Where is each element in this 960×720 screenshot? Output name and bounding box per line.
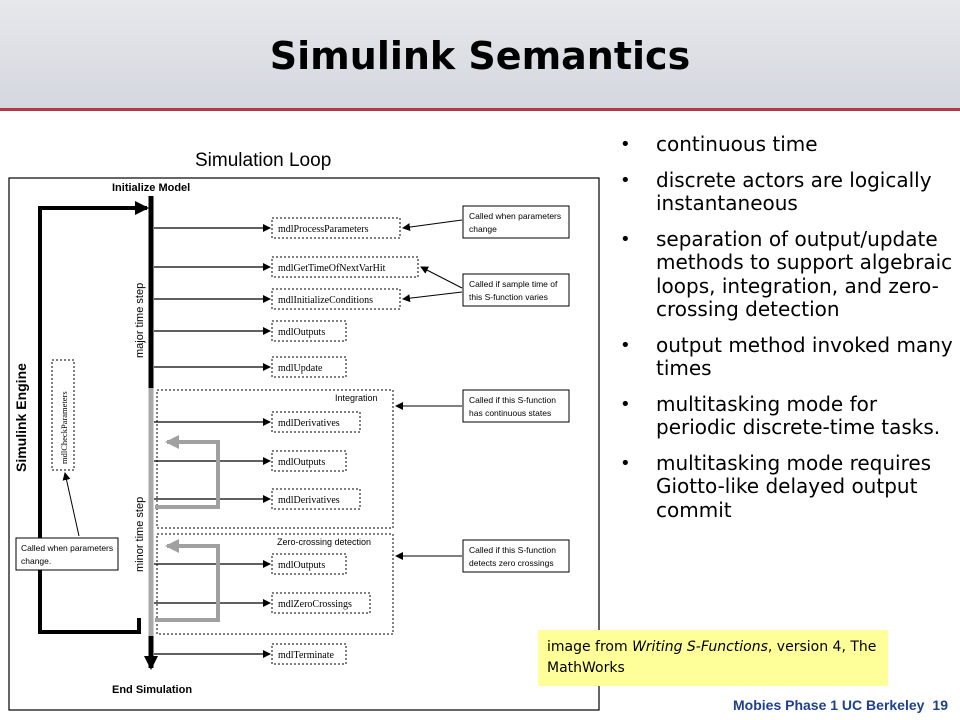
derivatives-label-2: mdlDerivatives (278, 495, 340, 506)
integration-label: Integration (335, 393, 378, 403)
bullet-dot-icon: • (620, 169, 631, 191)
zero-crossing-label: Zero-crossing detection (277, 537, 371, 547)
bullet-list: • continuous time • discrete actors are lo… (618, 132, 958, 534)
minor-step-label: minor time step (134, 497, 146, 572)
time-next-label: mdlGetTimeOfNextVarHit (278, 263, 386, 274)
figure-frame (8, 177, 600, 711)
note-pointers (62, 219, 463, 560)
major-step-label: major time step (134, 283, 146, 358)
check-params-label: mdlCheckParameters (59, 391, 69, 464)
note-sample-line1: Called if sample time of (469, 279, 558, 289)
derivatives-box-2 (271, 488, 361, 510)
call-arrows (154, 224, 271, 658)
time-next-box (271, 256, 419, 278)
note-params-line1: Called when parameters (469, 211, 561, 221)
note-continuous-line2: has continuous states (469, 408, 551, 418)
note-left-params-line1: Called when parameters (21, 543, 113, 553)
outputs-label-1: mdlOutputs (278, 327, 325, 338)
update-box (271, 356, 347, 378)
note-continuous-line1: Called if this S-function (469, 395, 556, 405)
zero-crossing-group (156, 533, 394, 635)
process-params-label: mdlProcessParameters (278, 224, 369, 235)
bullet-item: • output method invoked many times (618, 332, 958, 381)
bullet-text: continuous time (656, 132, 818, 156)
note-zero-crossings-line2: detects zero crossings (469, 558, 554, 568)
bullet-dot-icon: • (620, 228, 631, 250)
bullet-text: discrete actors are logically instantane… (656, 167, 932, 215)
update-label: mdlUpdate (278, 363, 323, 374)
end-label: End Simulation (112, 684, 192, 696)
check-params-box (51, 359, 75, 471)
zero-crossing-loop-arrow (155, 539, 220, 622)
note-zero-crossings-line1: Called if this S-function (469, 545, 556, 555)
bullet-item: • discrete actors are logically instantan… (618, 167, 958, 216)
outputs-label-3: mdlOutputs (278, 560, 325, 571)
bullet-text: separation of output/update methods to s… (656, 226, 953, 321)
terminate-label: mdlTerminate (278, 650, 335, 661)
bullet-dot-icon: • (620, 334, 631, 356)
outputs-box-3 (271, 553, 347, 575)
page-number: 19 (932, 697, 948, 713)
outputs-label-2: mdlOutputs (278, 457, 325, 468)
zero-crossings-box (271, 592, 371, 614)
note-left-params-line2: change. (21, 556, 51, 566)
terminate-box (271, 643, 347, 665)
zero-crossings-label: mdlZeroCrossings (278, 599, 352, 610)
bullet-dot-icon: • (620, 393, 631, 415)
bullet-text: multitasking mode requires Giotto-like d… (656, 450, 932, 522)
note-left-params (15, 537, 119, 571)
slide-title: Simulink Semantics (269, 34, 691, 78)
title-rule (0, 108, 960, 111)
bullet-item: • multitasking mode requires Giotto-like … (618, 450, 958, 523)
image-credit-caption: image from Writing S-Functions, version … (538, 630, 888, 686)
bullet-text: multitasking mode for periodic discrete-… (656, 391, 941, 439)
bullet-item: • separation of output/update methods to … (618, 226, 958, 322)
derivatives-box-1 (271, 411, 361, 433)
outer-loop-arrow (38, 201, 149, 634)
note-sample (462, 273, 570, 307)
title-band (0, 0, 960, 108)
derivatives-label-1: mdlDerivatives (278, 418, 340, 429)
footer-text: Mobies Phase 1 UC Berkeley (733, 697, 925, 713)
note-continuous (462, 389, 570, 423)
engine-label: Simulink Engine (13, 363, 29, 472)
init-conditions-label: mdlInitializeConditions (278, 295, 373, 306)
slide-footer: Mobies Phase 1 UC Berkeley 19 (725, 697, 948, 713)
caption-suffix: , version 4, The MathWorks (547, 639, 877, 676)
process-params-box (271, 217, 401, 239)
integration-group (156, 389, 394, 529)
figure-title: Simulation Loop (195, 150, 331, 171)
integration-loop-arrow (155, 435, 220, 509)
outputs-box-2 (271, 450, 347, 472)
outputs-box-1 (271, 320, 347, 342)
bullet-dot-icon: • (620, 134, 631, 155)
bullet-item: • multitasking mode for periodic discrete… (618, 391, 958, 440)
note-zero-crossings (462, 539, 570, 573)
initialize-label: Initialize Model (112, 182, 190, 194)
note-params (462, 205, 570, 239)
caption-source: Writing S-Functions (632, 639, 768, 655)
init-conditions-box (271, 288, 401, 310)
note-params-line2: change (469, 224, 497, 234)
bullet-dot-icon: • (620, 452, 631, 474)
note-sample-line2: this S-function varies (469, 292, 548, 302)
bullet-item: • continuous time (618, 132, 958, 157)
caption-prefix: image from (547, 639, 633, 655)
bullet-text: output method invoked many times (656, 332, 953, 380)
simulation-loop-figure: Simulation Loop Initialize Model End Sim… (7, 120, 607, 714)
